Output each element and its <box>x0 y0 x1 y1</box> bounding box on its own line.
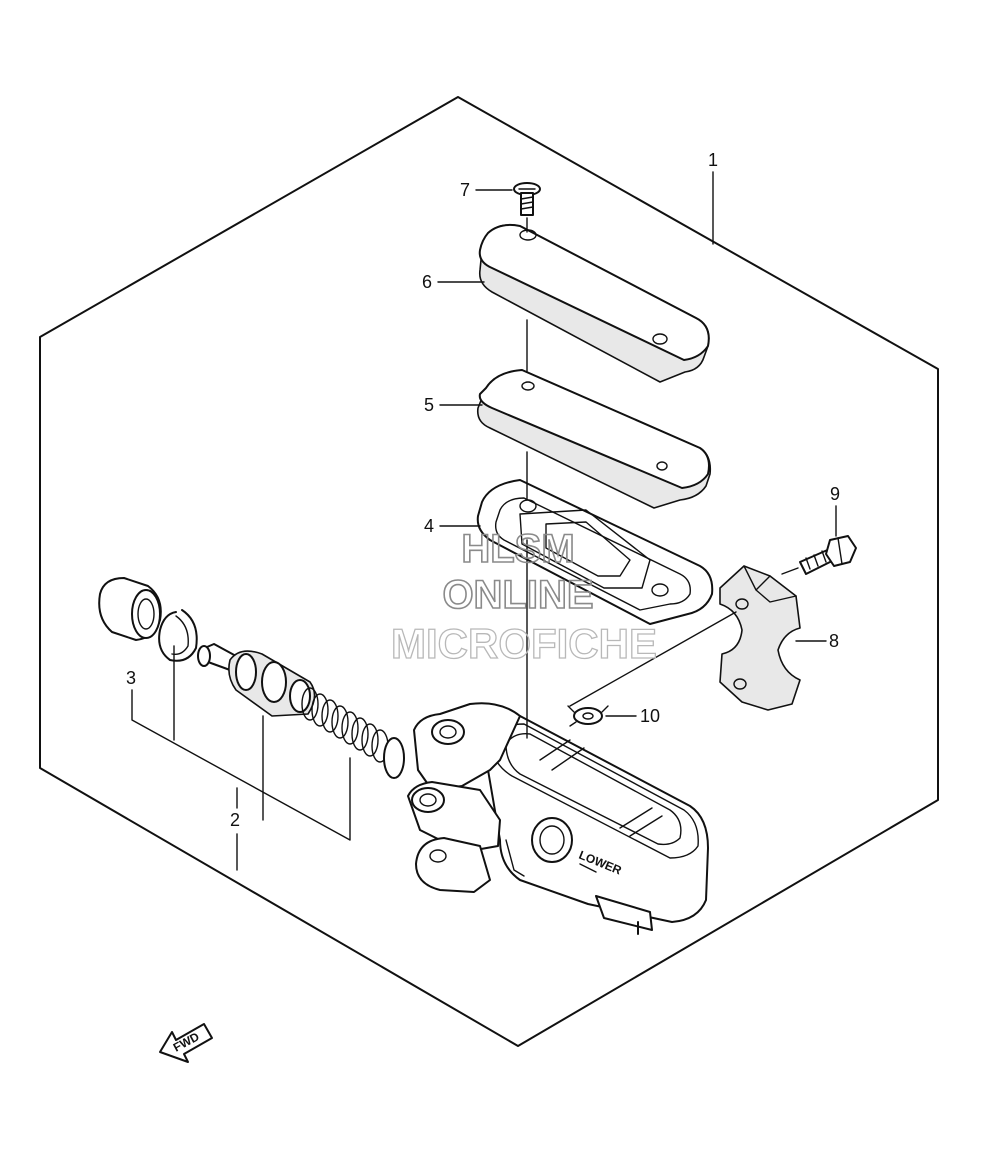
watermark-line-1: HLSM <box>461 527 574 571</box>
circlip[interactable] <box>158 609 198 662</box>
gasket-part-4[interactable] <box>476 479 714 625</box>
callout-part-5[interactable]: 5 <box>424 395 434 415</box>
callout-labels: 1 2 3 4 5 6 7 8 9 10 <box>126 150 840 830</box>
assembly-boundary <box>39 96 939 1047</box>
master-cylinder-body[interactable] <box>407 702 709 935</box>
fwd-arrow-icon: FWD <box>159 1023 213 1063</box>
boot-part-3[interactable] <box>98 577 162 641</box>
watermark: HLSM ONLINE MICROFICHE <box>390 526 657 667</box>
screw-part-7[interactable] <box>513 182 541 216</box>
clip-part-10[interactable] <box>567 705 609 727</box>
assembly-guides <box>526 217 799 739</box>
callout-part-4[interactable]: 4 <box>424 516 434 536</box>
callout-part-1[interactable]: 1 <box>708 150 718 170</box>
diaphragm-plate-part-5[interactable] <box>476 369 712 509</box>
reservoir-cap-part-6[interactable] <box>478 223 710 383</box>
piston-kit-part-2[interactable] <box>197 643 405 779</box>
stamp-arrow <box>579 863 597 873</box>
leader-lines <box>131 171 837 871</box>
clamp-bolt-part-9[interactable] <box>799 535 857 575</box>
callout-part-9[interactable]: 9 <box>830 484 840 504</box>
callout-part-10[interactable]: 10 <box>640 706 660 726</box>
handlebar-clamp-part-8[interactable] <box>719 565 801 711</box>
callout-part-2[interactable]: 2 <box>230 810 240 830</box>
callout-part-6[interactable]: 6 <box>422 272 432 292</box>
callout-part-8[interactable]: 8 <box>829 631 839 651</box>
watermark-line-3: MICROFICHE <box>391 620 657 667</box>
callout-part-7[interactable]: 7 <box>460 180 470 200</box>
watermark-line-2: ONLINE <box>442 573 593 617</box>
callout-part-3[interactable]: 3 <box>126 668 136 688</box>
